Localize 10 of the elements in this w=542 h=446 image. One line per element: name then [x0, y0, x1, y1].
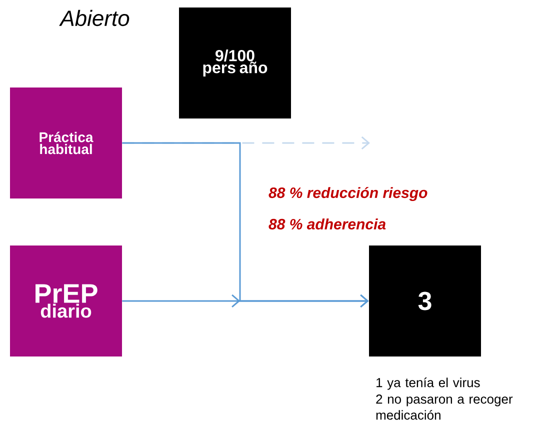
group-box: PrEP diario [10, 246, 122, 356]
effect-note: 88 % adherencia [268, 218, 386, 230]
note: 1 ya tenía el virus [376, 378, 480, 390]
title: Abierto [59, 10, 130, 26]
group-box: Práctica habitual [10, 88, 122, 198]
effect-note: 88 % reducción riesgo [268, 186, 428, 202]
number-box: 9/100 pers año [179, 8, 291, 118]
note: 2 no pasaron a recoger medicación [376, 394, 513, 420]
number-box: 3 [369, 246, 481, 356]
arrow [122, 294, 369, 308]
